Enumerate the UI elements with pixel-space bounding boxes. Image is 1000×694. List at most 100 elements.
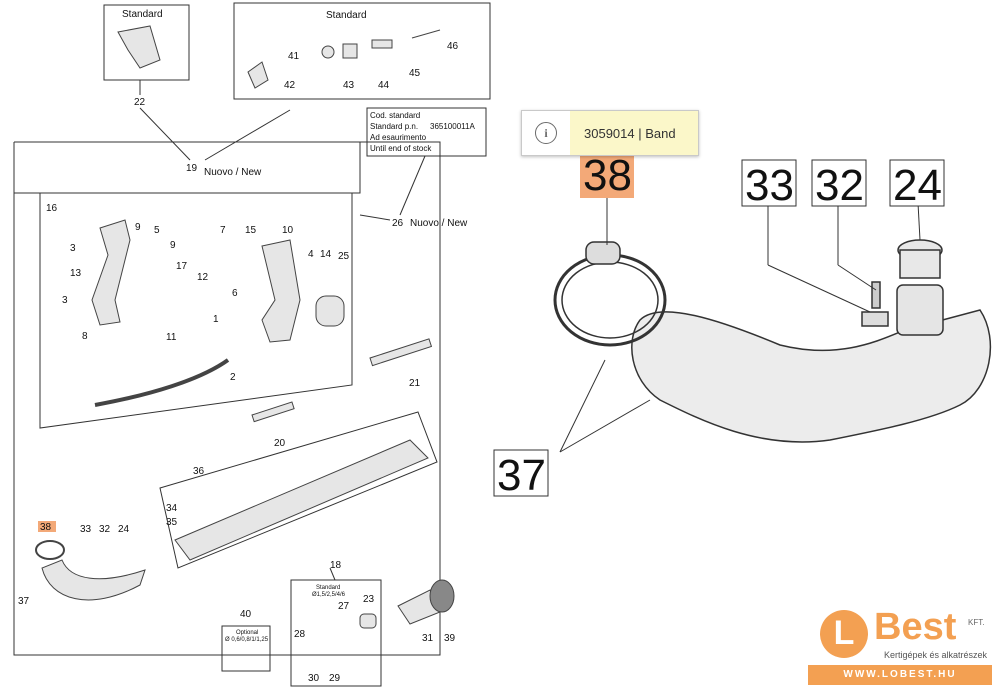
svg-text:29: 29: [329, 673, 341, 684]
part-tooltip[interactable]: i 3059014 | Band: [521, 110, 699, 156]
logo-circle: L: [820, 610, 868, 658]
rod-part-20: [251, 401, 295, 423]
svg-text:10: 10: [282, 225, 294, 236]
svg-text:36: 36: [193, 466, 205, 477]
box40-title: Optional: [236, 630, 258, 636]
svg-text:31: 31: [422, 633, 434, 644]
svg-text:8: 8: [82, 331, 88, 342]
logo-suffix: KFT.: [968, 618, 985, 627]
svg-text:26: 26: [392, 218, 404, 229]
svg-text:16: 16: [46, 203, 58, 214]
svg-text:39: 39: [444, 633, 456, 644]
standard-label-41: Standard: [326, 10, 367, 21]
cable-part-2: [94, 358, 230, 407]
box18-sub: Ø1,5/2,5/4/6: [312, 592, 346, 598]
zoom-label-37: 37: [497, 451, 546, 500]
highlight-38-small: [38, 521, 56, 532]
svg-text:15: 15: [245, 225, 257, 236]
svg-text:Cod. standard: Cod. standard: [370, 111, 420, 120]
nuovo-new-26: Nuovo / New: [410, 218, 468, 229]
svg-text:22: 22: [134, 97, 146, 108]
svg-text:30: 30: [308, 673, 320, 684]
lobest-logo[interactable]: L Best KFT. Kertigépek és alkatrészek WW…: [808, 606, 992, 686]
svg-text:365100011A: 365100011A: [430, 122, 475, 131]
svg-text:41: 41: [288, 51, 300, 62]
nut-part-43: [321, 45, 335, 59]
box40-sub: Ø 0,6/0,8/1/1,25: [225, 637, 269, 643]
zoom-callouts: 38 33 32 24 37: [493, 150, 945, 500]
info-icon: i: [535, 122, 557, 144]
svg-text:3: 3: [70, 243, 76, 254]
svg-text:42: 42: [284, 80, 296, 91]
svg-text:19: 19: [186, 163, 198, 174]
svg-text:14: 14: [320, 249, 332, 260]
tooltip-icon-area: i: [522, 111, 570, 155]
svg-text:21: 21: [409, 378, 421, 389]
svg-text:25: 25: [338, 251, 350, 262]
svg-text:6: 6: [232, 288, 238, 299]
throttle-part-42: [247, 61, 269, 89]
nuovo-new-19: Nuovo / New: [204, 167, 262, 178]
svg-text:37: 37: [18, 596, 30, 607]
note-table-text: Cod. standard Standard p.n. 365100011A A…: [370, 111, 475, 153]
zoom-elbow-hose: [553, 239, 992, 443]
svg-text:46: 46: [447, 41, 459, 52]
brush-part-39: [429, 579, 455, 613]
box-18: [290, 579, 382, 687]
svg-text:33: 33: [80, 524, 92, 535]
svg-text:9: 9: [170, 240, 176, 251]
svg-text:34: 34: [166, 503, 178, 514]
elbow-part-37-small: [41, 559, 146, 601]
svg-text:44: 44: [378, 80, 390, 91]
svg-text:45: 45: [409, 68, 421, 79]
standard-box-41-46: [233, 2, 491, 100]
note-table: [366, 107, 487, 157]
zoom-label-33: 33: [745, 161, 794, 210]
zoom-label-38: 38: [583, 151, 632, 200]
svg-text:43: 43: [343, 80, 355, 91]
svg-text:2: 2: [230, 372, 236, 383]
standard-box-22: [103, 4, 190, 81]
blower-tube-part-36: [174, 439, 429, 561]
zoom-label-24: 24: [893, 161, 942, 210]
sleeve-part-25: [315, 295, 345, 327]
svg-text:38: 38: [40, 522, 52, 533]
svg-text:4: 4: [308, 249, 314, 260]
part-number-labels: 1 2 3 3 4 5 6 7 8 9 9 10 11 12 13 14 15 …: [18, 41, 459, 684]
handle-part-22: [117, 25, 161, 69]
clamp-part-38-small: [35, 540, 65, 560]
nozzle-part-23: [359, 613, 377, 629]
zoom-leader-lines: [559, 198, 921, 453]
svg-text:12: 12: [197, 272, 209, 283]
logo-tagline: Kertigépek és alkatrészek: [884, 650, 988, 660]
svg-text:1: 1: [213, 314, 219, 325]
svg-text:Until end of stock: Until end of stock: [370, 144, 432, 153]
svg-text:23: 23: [363, 594, 375, 605]
tooltip-text: 3059014 | Band: [570, 111, 698, 155]
svg-text:Ad esaurimento: Ad esaurimento: [370, 133, 427, 142]
svg-text:24: 24: [118, 524, 130, 535]
svg-text:28: 28: [294, 629, 306, 640]
svg-text:3: 3: [62, 295, 68, 306]
rod-part-21: [369, 338, 433, 367]
handle-part-13: [91, 219, 131, 326]
hose-frame: [159, 411, 438, 569]
svg-text:40: 40: [240, 609, 252, 620]
svg-text:20: 20: [274, 438, 286, 449]
box18-title: Standard: [316, 585, 340, 591]
logo-name: Best: [874, 606, 957, 648]
svg-text:5: 5: [154, 225, 160, 236]
svg-text:13: 13: [70, 268, 82, 279]
logo-url[interactable]: WWW.LOBEST.HU: [808, 665, 992, 685]
trigger-part-10: [261, 239, 301, 343]
svg-text:17: 17: [176, 261, 188, 272]
svg-text:9: 9: [135, 222, 141, 233]
svg-text:35: 35: [166, 517, 178, 528]
svg-text:27: 27: [338, 601, 350, 612]
svg-text:18: 18: [330, 560, 342, 571]
wire-part-46: [411, 29, 441, 39]
standard-label-22: Standard: [122, 9, 163, 20]
svg-text:7: 7: [220, 225, 226, 236]
plug-part-45: [371, 39, 393, 49]
